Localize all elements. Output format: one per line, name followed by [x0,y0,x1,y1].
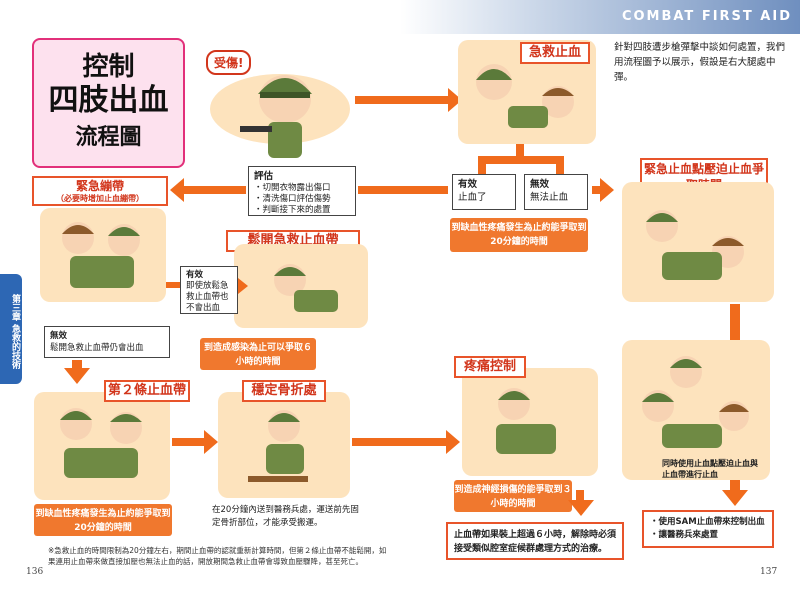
speech-bubble: 受傷! [206,50,252,75]
final-right-box: ・使用SAM止血帶來控制出血 ・讓醫務兵來處置 [642,510,774,548]
arrow-split [478,156,564,164]
footnote: ※急救止血的時間限制為20分鐘左右，期間止血帶的認就重新計算時間，但第２條止血帶… [48,546,387,566]
ineffective-box-1: 無效 無法止血 [524,174,588,210]
note-nerve-3h: 到造成神經損傷的能爭取到３小時的時間 [454,480,572,512]
arrow-effective-to-assess [358,186,448,194]
chapter-tab: 第三章 急救的技術 [0,274,22,384]
pressure-combined-panel [622,340,770,480]
title-line-1: 控制 [82,52,135,82]
ineffective-heading-2: 無效 [50,331,68,341]
arrow-down-to-second [72,360,82,370]
note-infection-6h: 到造成感染為止可以爭取６小時的時間 [200,338,316,370]
page-number-left: 136 [26,567,44,577]
label-emergency-bandage: 緊急繃帶 （必要時增加止血繃帶） [32,176,168,206]
label-splint: 穩定骨折處 [242,380,326,402]
arrow-split-left [478,156,486,174]
arrow-head-second [64,368,90,384]
arrow-to-pressure [592,186,602,194]
label-tourniquet-emergency: 急救止血 [520,42,590,64]
arrow-bandage-to-loosen [166,282,180,288]
assess-item-2: ・清洗傷口評估傷勢 [254,194,331,204]
assess-item-1: ・切開衣物露出傷口 [254,183,331,193]
ineffective-text-2: 鬆開急救止血帶仍會出血 [50,343,144,353]
effective-heading-2: 有效 [186,270,204,280]
arrow-down-center [516,144,524,158]
arrow-head-pressure [600,178,614,202]
bandage-panel [40,208,166,302]
final-right-item-1: ・使用SAM止血帶來控制出血 [650,517,765,527]
effective-box-1: 有效 止血了 [452,174,516,210]
arrow-head-pain [446,430,460,454]
pain-control-panel [462,368,598,476]
arrow-pressure-down [730,304,740,344]
ineffective-text-1: 無法止血 [530,192,569,203]
arrow-assess-to-bandage [182,186,246,194]
pressure-note: 同時使用止血點壓迫止血與止血帶進行止血 [662,459,758,479]
second-tourniquet-panel [34,392,170,500]
speech-text: 受傷! [214,56,244,70]
emergency-bandage-sub: （必要時增加止血繃帶） [56,194,144,203]
header-title: COMBAT FIRST AID [621,9,792,24]
pressure-panel [622,182,774,302]
note-shock-20min: 到缺血性疼痛發生為止約能爭取到20分鐘的時間 [450,218,588,252]
label-pain-control: 疼痛控制 [454,356,526,378]
arrow-right-down [730,480,740,492]
arrow-head-right-final [722,490,748,506]
title-line-2: 四肢出血 [48,83,169,118]
assess-box: 評估 ・切開衣物露出傷口 ・清洗傷口評估傷勢 ・判斷接下來的處置 [248,166,356,216]
note-shock-20min-b: 到缺血性疼痛發生為止約能爭取到20分鐘的時間 [34,504,172,536]
splint-note: 在20分鐘內送到醫務兵處，運送前先固定骨折部位，才能承受搬運。 [212,505,359,528]
intro-text: 針對四肢遭步槍彈擊中談如何處置，我們用流程圖予以展示，假設是右大腿處中彈。 [614,42,786,83]
arrow-splint-to-pain [352,438,448,446]
loosen-panel [234,244,368,328]
arrow-head-bandage [170,178,184,202]
injured-soldier-illustration: 受傷! [200,44,360,164]
arrow-second-to-splint [172,438,206,446]
final-left-box: 止血帶如果裝上超過６小時，解除時必須接受類似腔室症候群處理方式的治療。 [446,522,624,560]
arrow-split-right [556,156,564,174]
final-right-item-2: ・讓醫務兵來處置 [650,530,719,540]
page-number-right: 137 [760,567,778,577]
splint-panel [218,392,350,498]
effective-heading-1: 有效 [458,179,478,190]
arrow-head-final [568,500,594,516]
effective-box-2: 有效 即使放鬆急救止血帶也不會出血 [180,266,238,314]
ineffective-heading-1: 無效 [530,179,550,190]
arrow-head-loosen [238,278,248,294]
arrow-top-right [355,96,450,104]
effective-text-2: 即使放鬆急救止血帶也不會出血 [186,281,229,313]
label-second-tourniquet: 第２條止血帶 [104,380,190,402]
emergency-bandage-title: 緊急繃帶 [75,179,124,193]
header-band: COMBAT FIRST AID [400,0,800,34]
arrow-pain-down [576,490,584,502]
assess-item-3: ・判斷接下來的處置 [254,205,331,215]
effective-text-1: 止血了 [458,192,487,203]
arrow-head-splint [204,430,218,454]
title-line-3: 流程圖 [75,124,142,150]
assess-heading: 評估 [254,171,274,182]
ineffective-box-2: 無效 鬆開急救止血帶仍會出血 [44,326,170,358]
page-title: 控制 四肢出血 流程圖 [32,38,185,168]
